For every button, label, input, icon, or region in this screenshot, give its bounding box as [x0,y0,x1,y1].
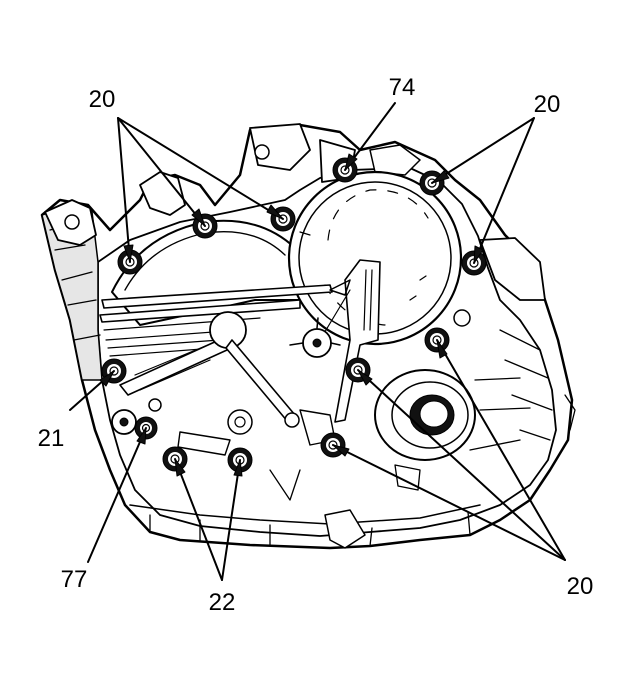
output-bore [374,369,531,491]
arrowhead [332,444,350,457]
arrowhead [344,153,358,171]
callout-labels: 20 74 20 21 77 22 20 [38,74,594,616]
callout-21: 21 [38,425,65,452]
callout-20-top-left: 20 [89,86,116,113]
stud-77-hex [111,409,137,435]
arrowhead [191,208,206,227]
callout-20-bottom-right: 20 [567,573,594,600]
callout-22: 22 [209,589,236,616]
arrowhead [99,370,115,387]
arrowhead [431,170,450,184]
callout-77: 77 [61,566,88,593]
arrowhead [436,339,448,359]
arrowhead [357,369,373,386]
callout-74: 74 [389,74,416,101]
arrowhead [266,204,284,220]
callout-20-top-right: 20 [534,91,561,118]
arrowhead [123,244,134,263]
arrowhead [174,458,186,477]
arrowhead [233,459,243,477]
shift-rails [99,259,471,456]
arrowhead [473,245,484,264]
arrowhead [136,427,147,445]
leader-lines [69,102,566,581]
